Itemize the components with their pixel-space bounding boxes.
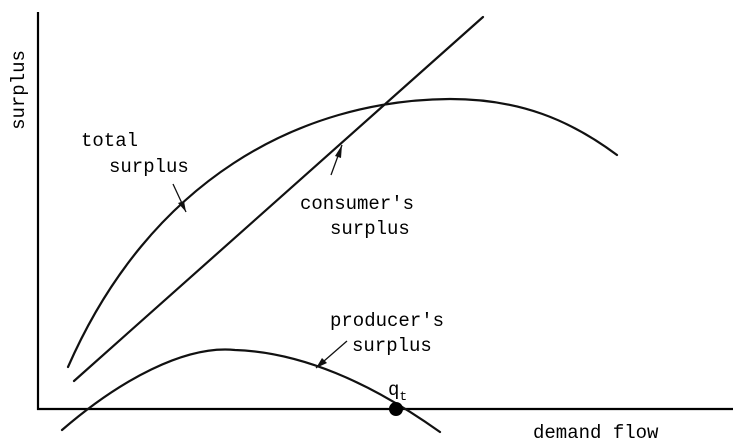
- y-axis-label: surplus: [8, 50, 30, 130]
- qt-label-subscript: t: [399, 389, 407, 404]
- consumers-surplus-arrowhead: [335, 145, 342, 158]
- producers-surplus-label-line1: producer's: [330, 310, 444, 332]
- x-axis-label: demand flow: [533, 422, 659, 444]
- qt-marker-dot: [389, 402, 403, 416]
- qt-label-main: q: [388, 379, 399, 401]
- total-surplus-label-line1: total: [81, 130, 138, 152]
- producers-surplus-label-line2: surplus: [352, 335, 432, 357]
- consumers-surplus-label-line2: surplus: [330, 218, 410, 240]
- total-surplus-label-line2: surplus: [109, 156, 189, 178]
- qt-label: qt: [388, 379, 407, 404]
- producers-surplus-arrowhead: [316, 358, 327, 368]
- consumers-surplus-label-line1: consumer's: [300, 193, 414, 215]
- total-surplus-curve: [66, 97, 619, 369]
- total-surplus-arrowhead: [178, 201, 186, 212]
- consumers-surplus-line: [72, 15, 485, 383]
- producers-surplus-curve: [60, 348, 442, 434]
